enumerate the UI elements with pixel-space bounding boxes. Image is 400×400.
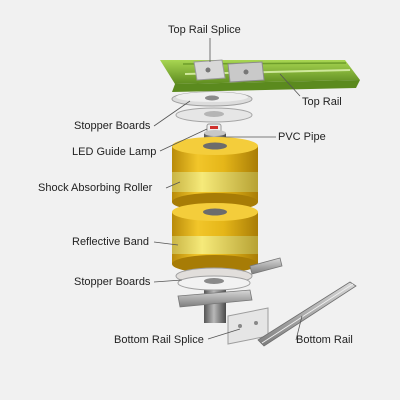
leader-bottom-rail-splice [207,328,241,340]
leader-stopper-boards-upper [153,100,191,127]
bottom-rail [257,281,357,347]
label-top-rail: Top Rail [302,96,342,108]
upper-stopper-board [171,91,253,107]
leader-shock-absorbing-roller [165,181,181,189]
label-pvc-pipe: PVC Pipe [278,131,326,143]
upper-shock-absorbing-roller [172,137,258,211]
label-stopper-boards-lower: Stopper Boards [74,276,151,288]
label-shock-absorbing-roller: Shock Absorbing Roller [38,182,153,194]
leader-reflective-band [153,241,179,246]
lower-shock-absorbing-roller [172,203,258,273]
label-bottom-rail-splice: Bottom Rail Splice [114,334,204,346]
label-bottom-rail: Bottom Rail [296,334,353,346]
label-stopper-boards-upper: Stopper Boards [74,120,151,132]
upper-stopper-plate [175,107,253,123]
top-rail-splice [193,59,265,83]
leader-bottom-rail [295,315,303,341]
label-reflective-band: Reflective Band [72,236,150,248]
leader-top-rail [279,73,301,97]
leader-led-guide-lamp [159,128,208,152]
post-bracket [177,257,283,308]
label-led-guide-lamp: LED Guide Lamp [72,146,157,158]
label-top-rail-splice: Top Rail Splice [168,24,241,36]
lower-stopper-board [175,267,253,291]
leader-stopper-boards-lower [153,279,183,283]
leader-lines [153,38,303,341]
